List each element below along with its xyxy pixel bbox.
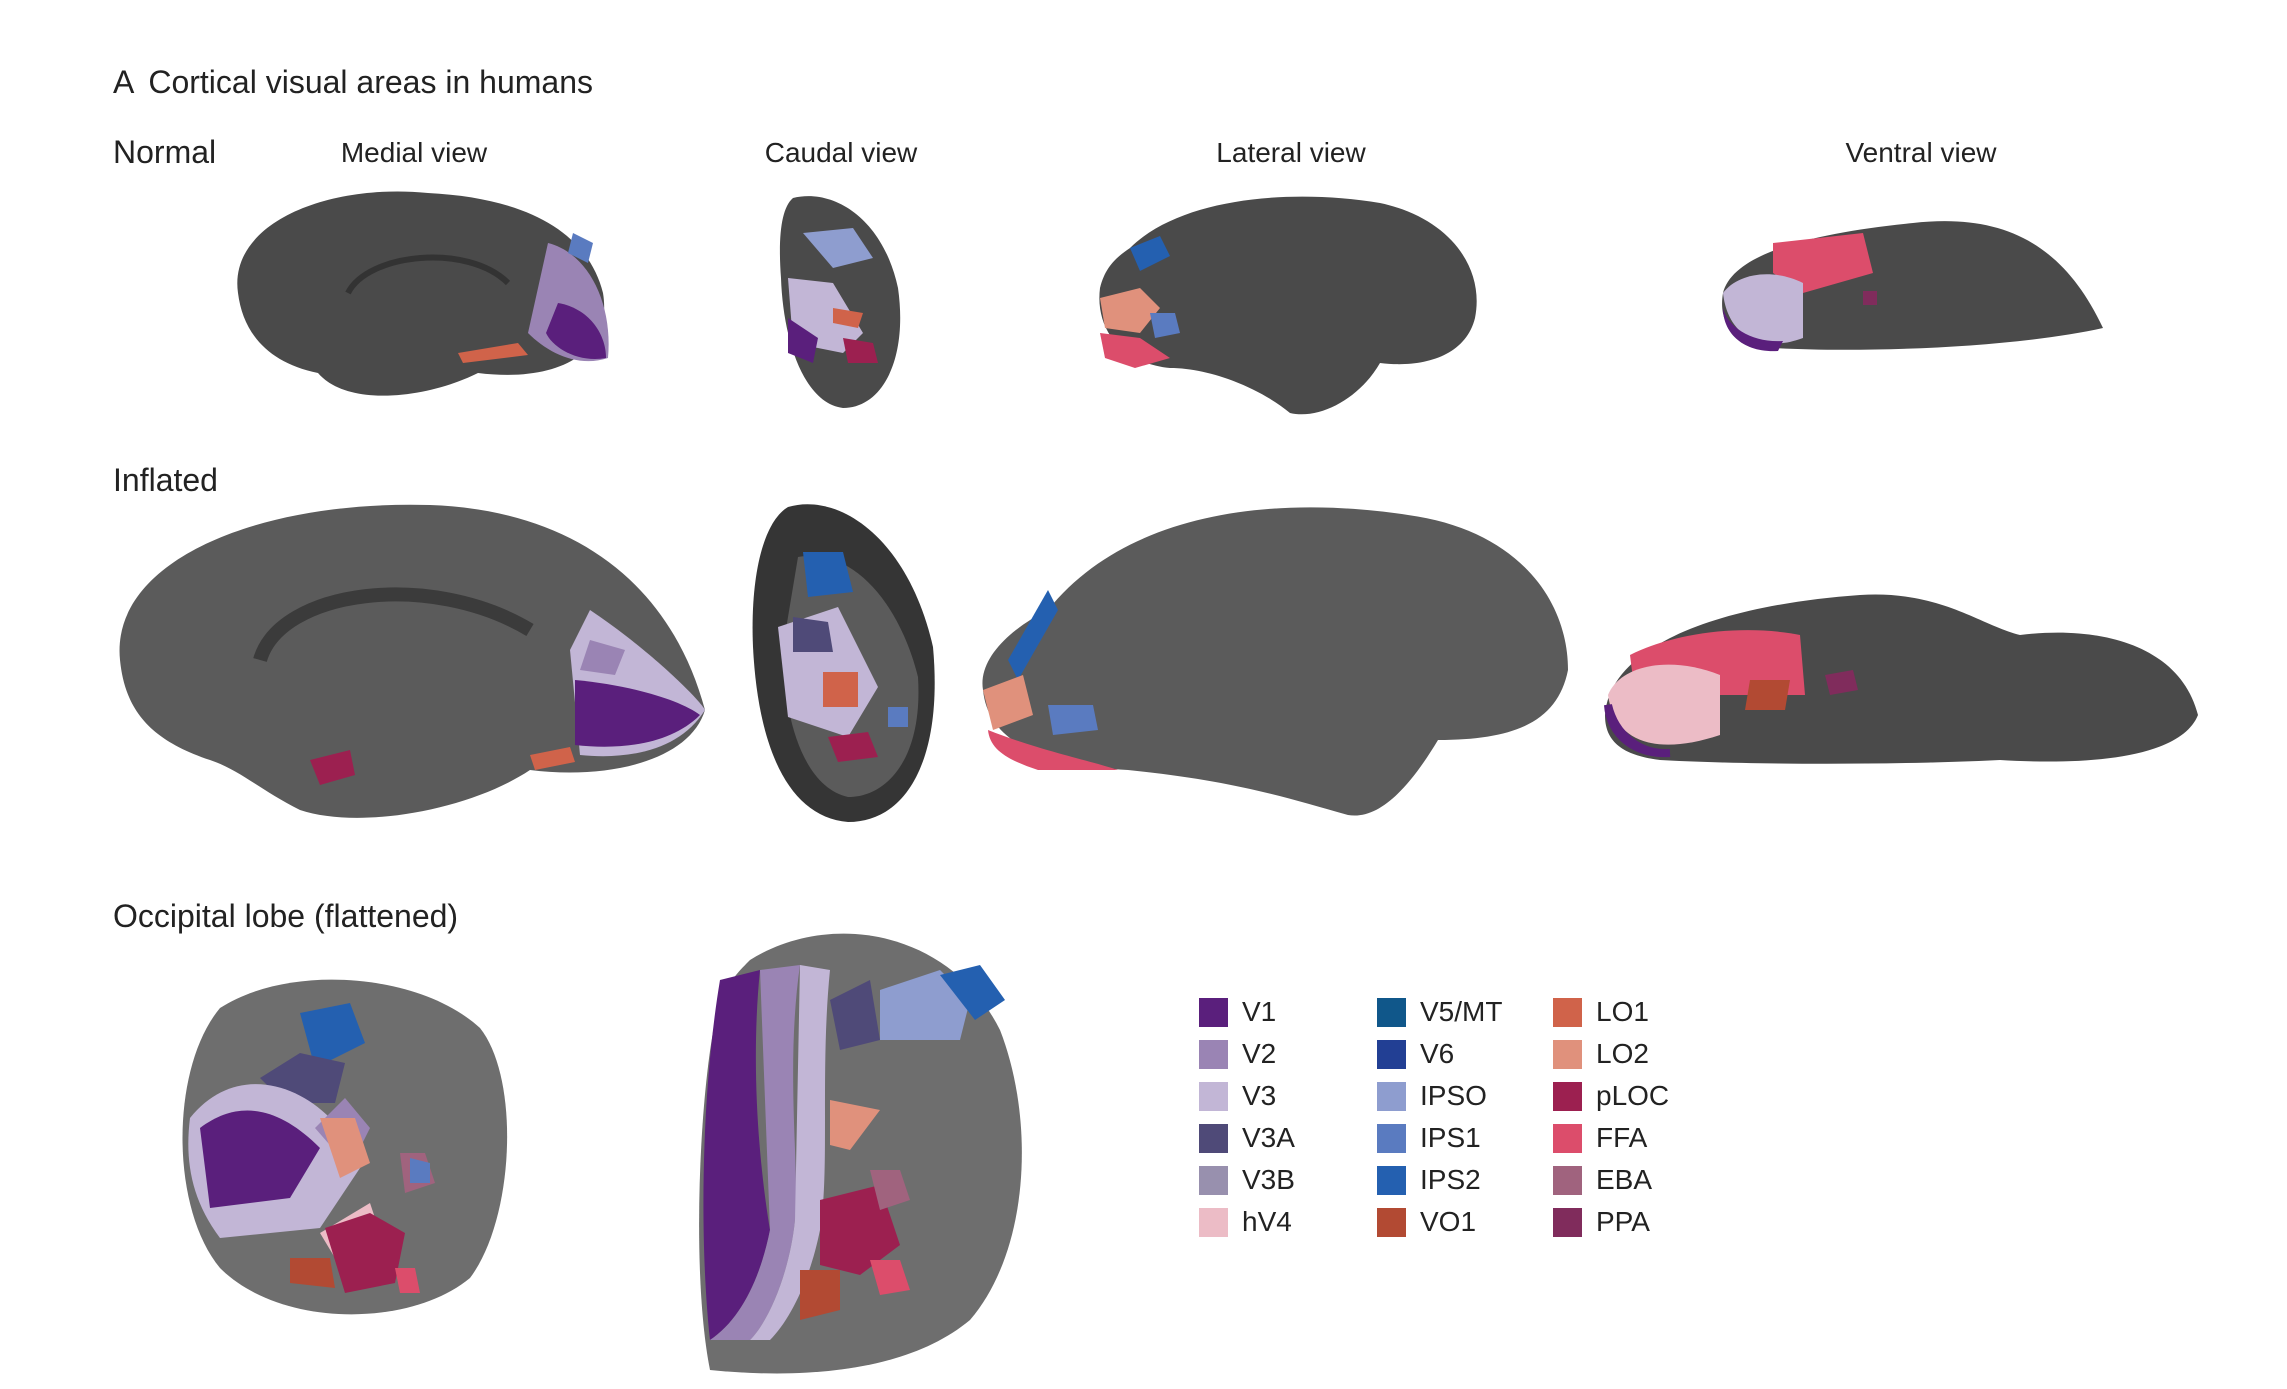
flatmap-left <box>182 979 508 1315</box>
legend-item-v3b: V3B <box>1199 1164 1295 1196</box>
row-label-normal: Normal <box>113 134 217 170</box>
title-text: Cortical visual areas in humans <box>148 64 593 100</box>
legend-swatch <box>1199 1123 1228 1153</box>
legend-swatch <box>1199 997 1228 1027</box>
legend-swatch <box>1553 997 1582 1027</box>
legend-item-v3a: V3A <box>1199 1122 1295 1154</box>
legend-swatch <box>1377 1207 1406 1237</box>
legend-item-ppa: PPA <box>1553 1206 1650 1238</box>
legend-label: EBA <box>1596 1164 1653 1195</box>
legend-swatch <box>1553 1039 1582 1069</box>
brain-inflated-medial <box>119 504 706 818</box>
view-label-medial: Medial view <box>340 137 488 168</box>
legend-item-v5mt: V5/MT <box>1377 996 1502 1028</box>
panel-letter: A <box>113 64 135 100</box>
legend-swatch <box>1553 1123 1582 1153</box>
view-label-caudal: Caudal view <box>764 137 918 168</box>
legend-item-v6: V6 <box>1377 1038 1454 1070</box>
legend-label: IPS1 <box>1420 1122 1481 1153</box>
legend-label: LO1 <box>1596 996 1649 1027</box>
legend-label: LO2 <box>1596 1038 1649 1069</box>
legend-item-ploc: pLOC <box>1553 1080 1669 1112</box>
legend-label: IPS2 <box>1420 1164 1481 1195</box>
legend-label: IPSO <box>1420 1080 1487 1111</box>
legend-label: hV4 <box>1242 1206 1292 1237</box>
legend-item-v2: V2 <box>1199 1038 1276 1070</box>
legend-swatch <box>1199 1039 1228 1069</box>
legend-item-ips1: IPS1 <box>1377 1122 1481 1154</box>
legend-item-ipso: IPSO <box>1377 1080 1487 1112</box>
legend-label: FFA <box>1596 1122 1648 1153</box>
row-label-inflated: Inflated <box>113 462 218 498</box>
legend-item-v3: V3 <box>1199 1080 1276 1112</box>
brain-inflated-caudal <box>752 504 935 822</box>
legend-label: V6 <box>1420 1038 1455 1069</box>
legend-item-eba: EBA <box>1553 1164 1652 1196</box>
view-label-lateral: Lateral view <box>1216 137 1366 168</box>
legend-swatch <box>1553 1165 1582 1195</box>
legend-label: pLOC <box>1596 1080 1670 1111</box>
brain-inflated-lateral <box>982 507 1568 816</box>
figure-title: A Cortical visual areas in humans <box>113 64 593 101</box>
legend-label: V5/MT <box>1420 996 1503 1027</box>
view-label-ventral: Ventral view <box>1845 137 1997 168</box>
legend-swatch <box>1377 1123 1406 1153</box>
brain-normal-lateral <box>1099 196 1477 415</box>
brain-normal-medial <box>237 191 609 396</box>
legend-swatch <box>1199 1207 1228 1237</box>
legend-item-vo1: VO1 <box>1377 1206 1476 1238</box>
row-label-flattened: Occipital lobe (flattened) <box>113 898 459 934</box>
legend-swatch <box>1377 1039 1406 1069</box>
legend-label: PPA <box>1596 1206 1650 1237</box>
legend-label: VO1 <box>1420 1206 1477 1237</box>
legend-label: V3A <box>1242 1122 1295 1153</box>
legend-swatch <box>1377 997 1406 1027</box>
legend-swatch <box>1553 1081 1582 1111</box>
brain-inflated-ventral <box>1604 594 2198 764</box>
brain-normal-caudal <box>779 196 901 408</box>
legend-item-v1: V1 <box>1199 996 1276 1028</box>
legend-label: V3 <box>1242 1080 1277 1111</box>
legend-item-ips2: IPS2 <box>1377 1164 1481 1196</box>
legend-label: V2 <box>1242 1038 1277 1069</box>
legend-item-lo2: LO2 <box>1553 1038 1649 1070</box>
brain-normal-ventral <box>1722 221 2103 352</box>
legend-label: V1 <box>1242 996 1277 1027</box>
legend-item-hv4: hV4 <box>1199 1206 1292 1238</box>
legend-swatch <box>1377 1165 1406 1195</box>
legend-item-ffa: FFA <box>1553 1122 1647 1154</box>
legend-swatch <box>1199 1081 1228 1111</box>
legend-swatch <box>1377 1081 1406 1111</box>
flatmap-right <box>699 933 1022 1374</box>
legend-label: V3B <box>1242 1164 1295 1195</box>
legend-swatch <box>1553 1207 1582 1237</box>
legend-swatch <box>1199 1165 1228 1195</box>
legend-item-lo1: LO1 <box>1553 996 1649 1028</box>
